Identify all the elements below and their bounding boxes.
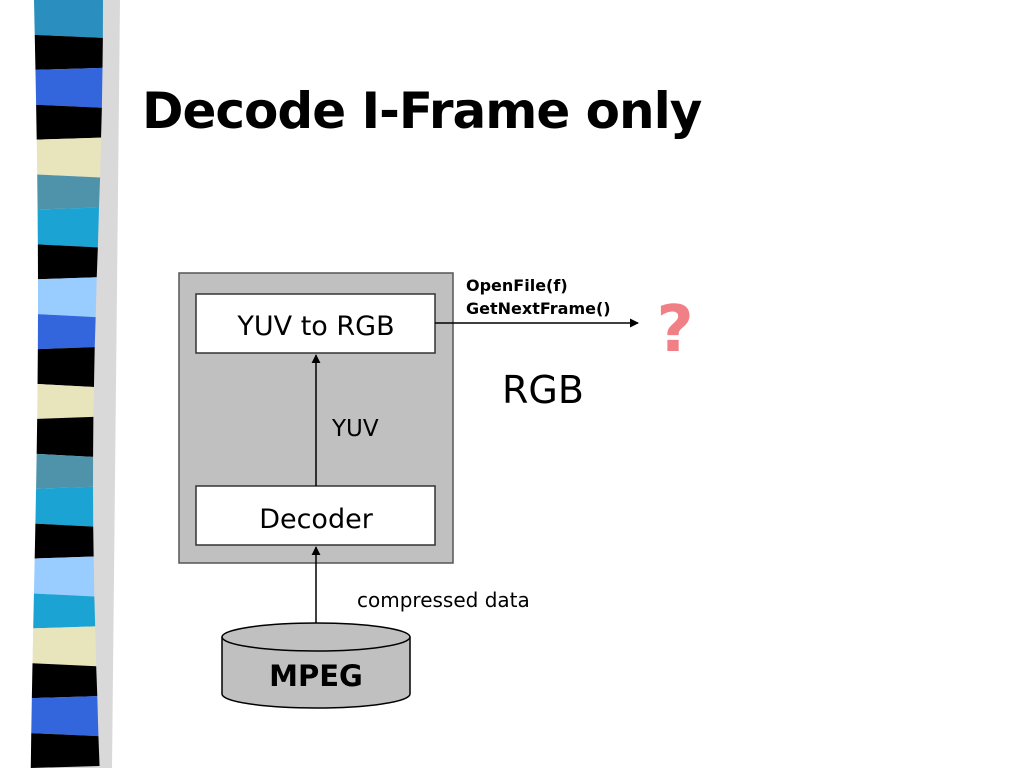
side-strip-band: [31, 663, 98, 699]
question-mark: ?: [656, 293, 693, 367]
side-strip-band: [37, 277, 97, 318]
side-strip-band: [37, 314, 96, 350]
decoder-box: [195, 485, 436, 546]
side-strip-band: [37, 244, 98, 280]
side-strip-band: [31, 696, 99, 737]
mpeg-storage-cylinder: [221, 622, 411, 709]
api-call-getnextframe: GetNextFrame(): [466, 299, 611, 318]
side-strip-band: [35, 67, 103, 108]
side-strip-band: [33, 556, 95, 597]
api-call-openfile: OpenFile(f): [466, 276, 568, 295]
yuv-label: YUV: [331, 416, 379, 442]
side-strip-band: [37, 174, 101, 210]
slide-title: Decode I-Frame only: [142, 82, 702, 140]
side-strip-band: [34, 523, 94, 559]
side-strip-band: [36, 104, 102, 140]
side-strip-band: [36, 137, 102, 178]
side-strip-band: [33, 593, 96, 629]
side-strip-band: [37, 207, 99, 248]
side-strip-band: [36, 453, 94, 489]
yuv-to-rgb-box: [195, 293, 436, 354]
mpeg-label: MPEG: [269, 659, 363, 693]
side-strip-band: [30, 733, 100, 768]
side-strip-band: [36, 416, 94, 457]
side-strip-band: [34, 0, 103, 38]
side-strip-band: [37, 347, 95, 387]
compressed-data-label: compressed data: [357, 588, 530, 612]
decoder-label: Decoder: [259, 504, 374, 535]
rgb-output-label: RGB: [502, 368, 584, 412]
side-strip-band: [37, 384, 94, 419]
side-strip-band: [32, 626, 97, 667]
side-strip-band: [35, 486, 94, 527]
side-strip-band: [34, 34, 103, 70]
decorative-side-strip: [30, 0, 120, 768]
yuv-to-rgb-label: YUV to RGB: [236, 311, 394, 342]
